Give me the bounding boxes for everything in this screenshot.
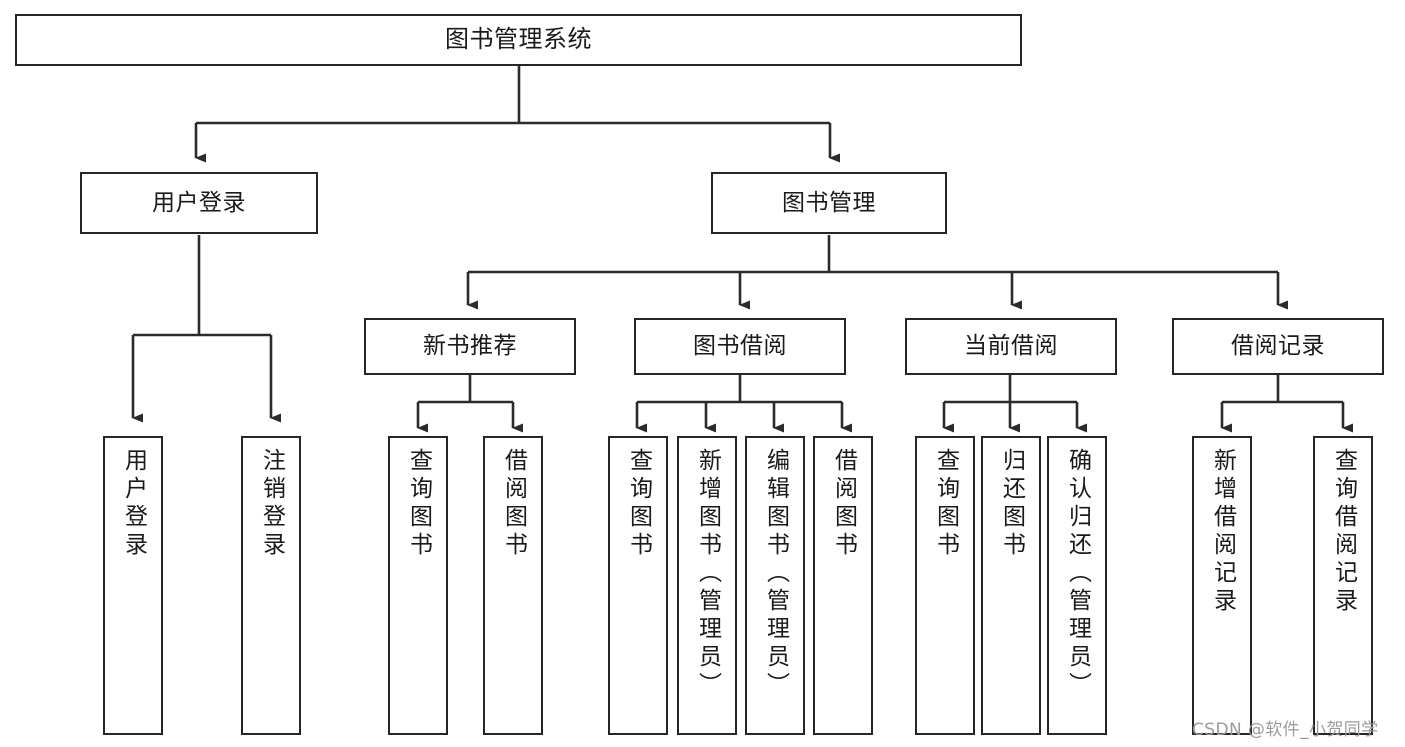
node-leaf-confirm-return-admin[interactable]: 确认归还（管理员） (1047, 436, 1107, 735)
node-leaf-query-borrow-record[interactable]: 查询借阅记录 (1313, 436, 1373, 735)
node-leaf-borrow-book-recommend[interactable]: 借阅图书 (483, 436, 543, 735)
node-leaf-query-book-recommend-label: 查询图书 (405, 448, 432, 560)
node-book-borrow-label: 图书借阅 (693, 333, 787, 360)
node-leaf-add-borrow-record[interactable]: 新增借阅记录 (1192, 436, 1252, 735)
node-root-label: 图书管理系统 (445, 25, 592, 54)
node-leaf-return-book[interactable]: 归还图书 (981, 436, 1041, 735)
node-new-book-recommend[interactable]: 新书推荐 (364, 318, 576, 375)
node-leaf-edit-book-admin-label: 编辑图书（管理员） (762, 448, 789, 700)
node-leaf-query-book-borrow[interactable]: 查询图书 (608, 436, 668, 735)
node-current-borrow[interactable]: 当前借阅 (905, 318, 1117, 375)
node-leaf-query-book-recommend[interactable]: 查询图书 (388, 436, 448, 735)
node-leaf-query-book-current-label: 查询图书 (932, 448, 959, 560)
node-leaf-confirm-return-admin-label: 确认归还（管理员） (1064, 448, 1091, 700)
node-leaf-add-book-admin[interactable]: 新增图书（管理员） (677, 436, 737, 735)
node-user-login-label: 用户登录 (152, 189, 246, 216)
node-borrow-records-label: 借阅记录 (1231, 333, 1325, 360)
node-leaf-borrow-book-recommend-label: 借阅图书 (500, 448, 527, 560)
node-leaf-add-borrow-record-label: 新增借阅记录 (1209, 448, 1236, 616)
node-book-management[interactable]: 图书管理 (711, 172, 947, 234)
node-leaf-edit-book-admin[interactable]: 编辑图书（管理员） (745, 436, 805, 735)
node-root[interactable]: 图书管理系统 (15, 14, 1022, 66)
node-leaf-return-book-label: 归还图书 (998, 448, 1025, 560)
node-book-borrow[interactable]: 图书借阅 (634, 318, 846, 375)
node-leaf-add-book-admin-label: 新增图书（管理员） (694, 448, 721, 700)
node-leaf-logout-label: 注销登录 (258, 448, 285, 560)
node-leaf-user-login[interactable]: 用户登录 (103, 436, 163, 735)
node-leaf-user-login-label: 用户登录 (120, 448, 147, 560)
node-leaf-borrow-book[interactable]: 借阅图书 (813, 436, 873, 735)
node-book-management-label: 图书管理 (782, 189, 876, 216)
node-leaf-logout[interactable]: 注销登录 (241, 436, 301, 735)
node-leaf-query-book-borrow-label: 查询图书 (625, 448, 652, 560)
node-leaf-borrow-book-label: 借阅图书 (830, 448, 857, 560)
node-new-book-recommend-label: 新书推荐 (423, 333, 517, 360)
node-leaf-query-borrow-record-label: 查询借阅记录 (1330, 448, 1357, 616)
watermark: CSDN @软件_小贺同学 (1192, 720, 1379, 740)
node-borrow-records[interactable]: 借阅记录 (1172, 318, 1384, 375)
node-leaf-query-book-current[interactable]: 查询图书 (915, 436, 975, 735)
node-current-borrow-label: 当前借阅 (964, 333, 1058, 360)
node-user-login[interactable]: 用户登录 (80, 172, 318, 234)
